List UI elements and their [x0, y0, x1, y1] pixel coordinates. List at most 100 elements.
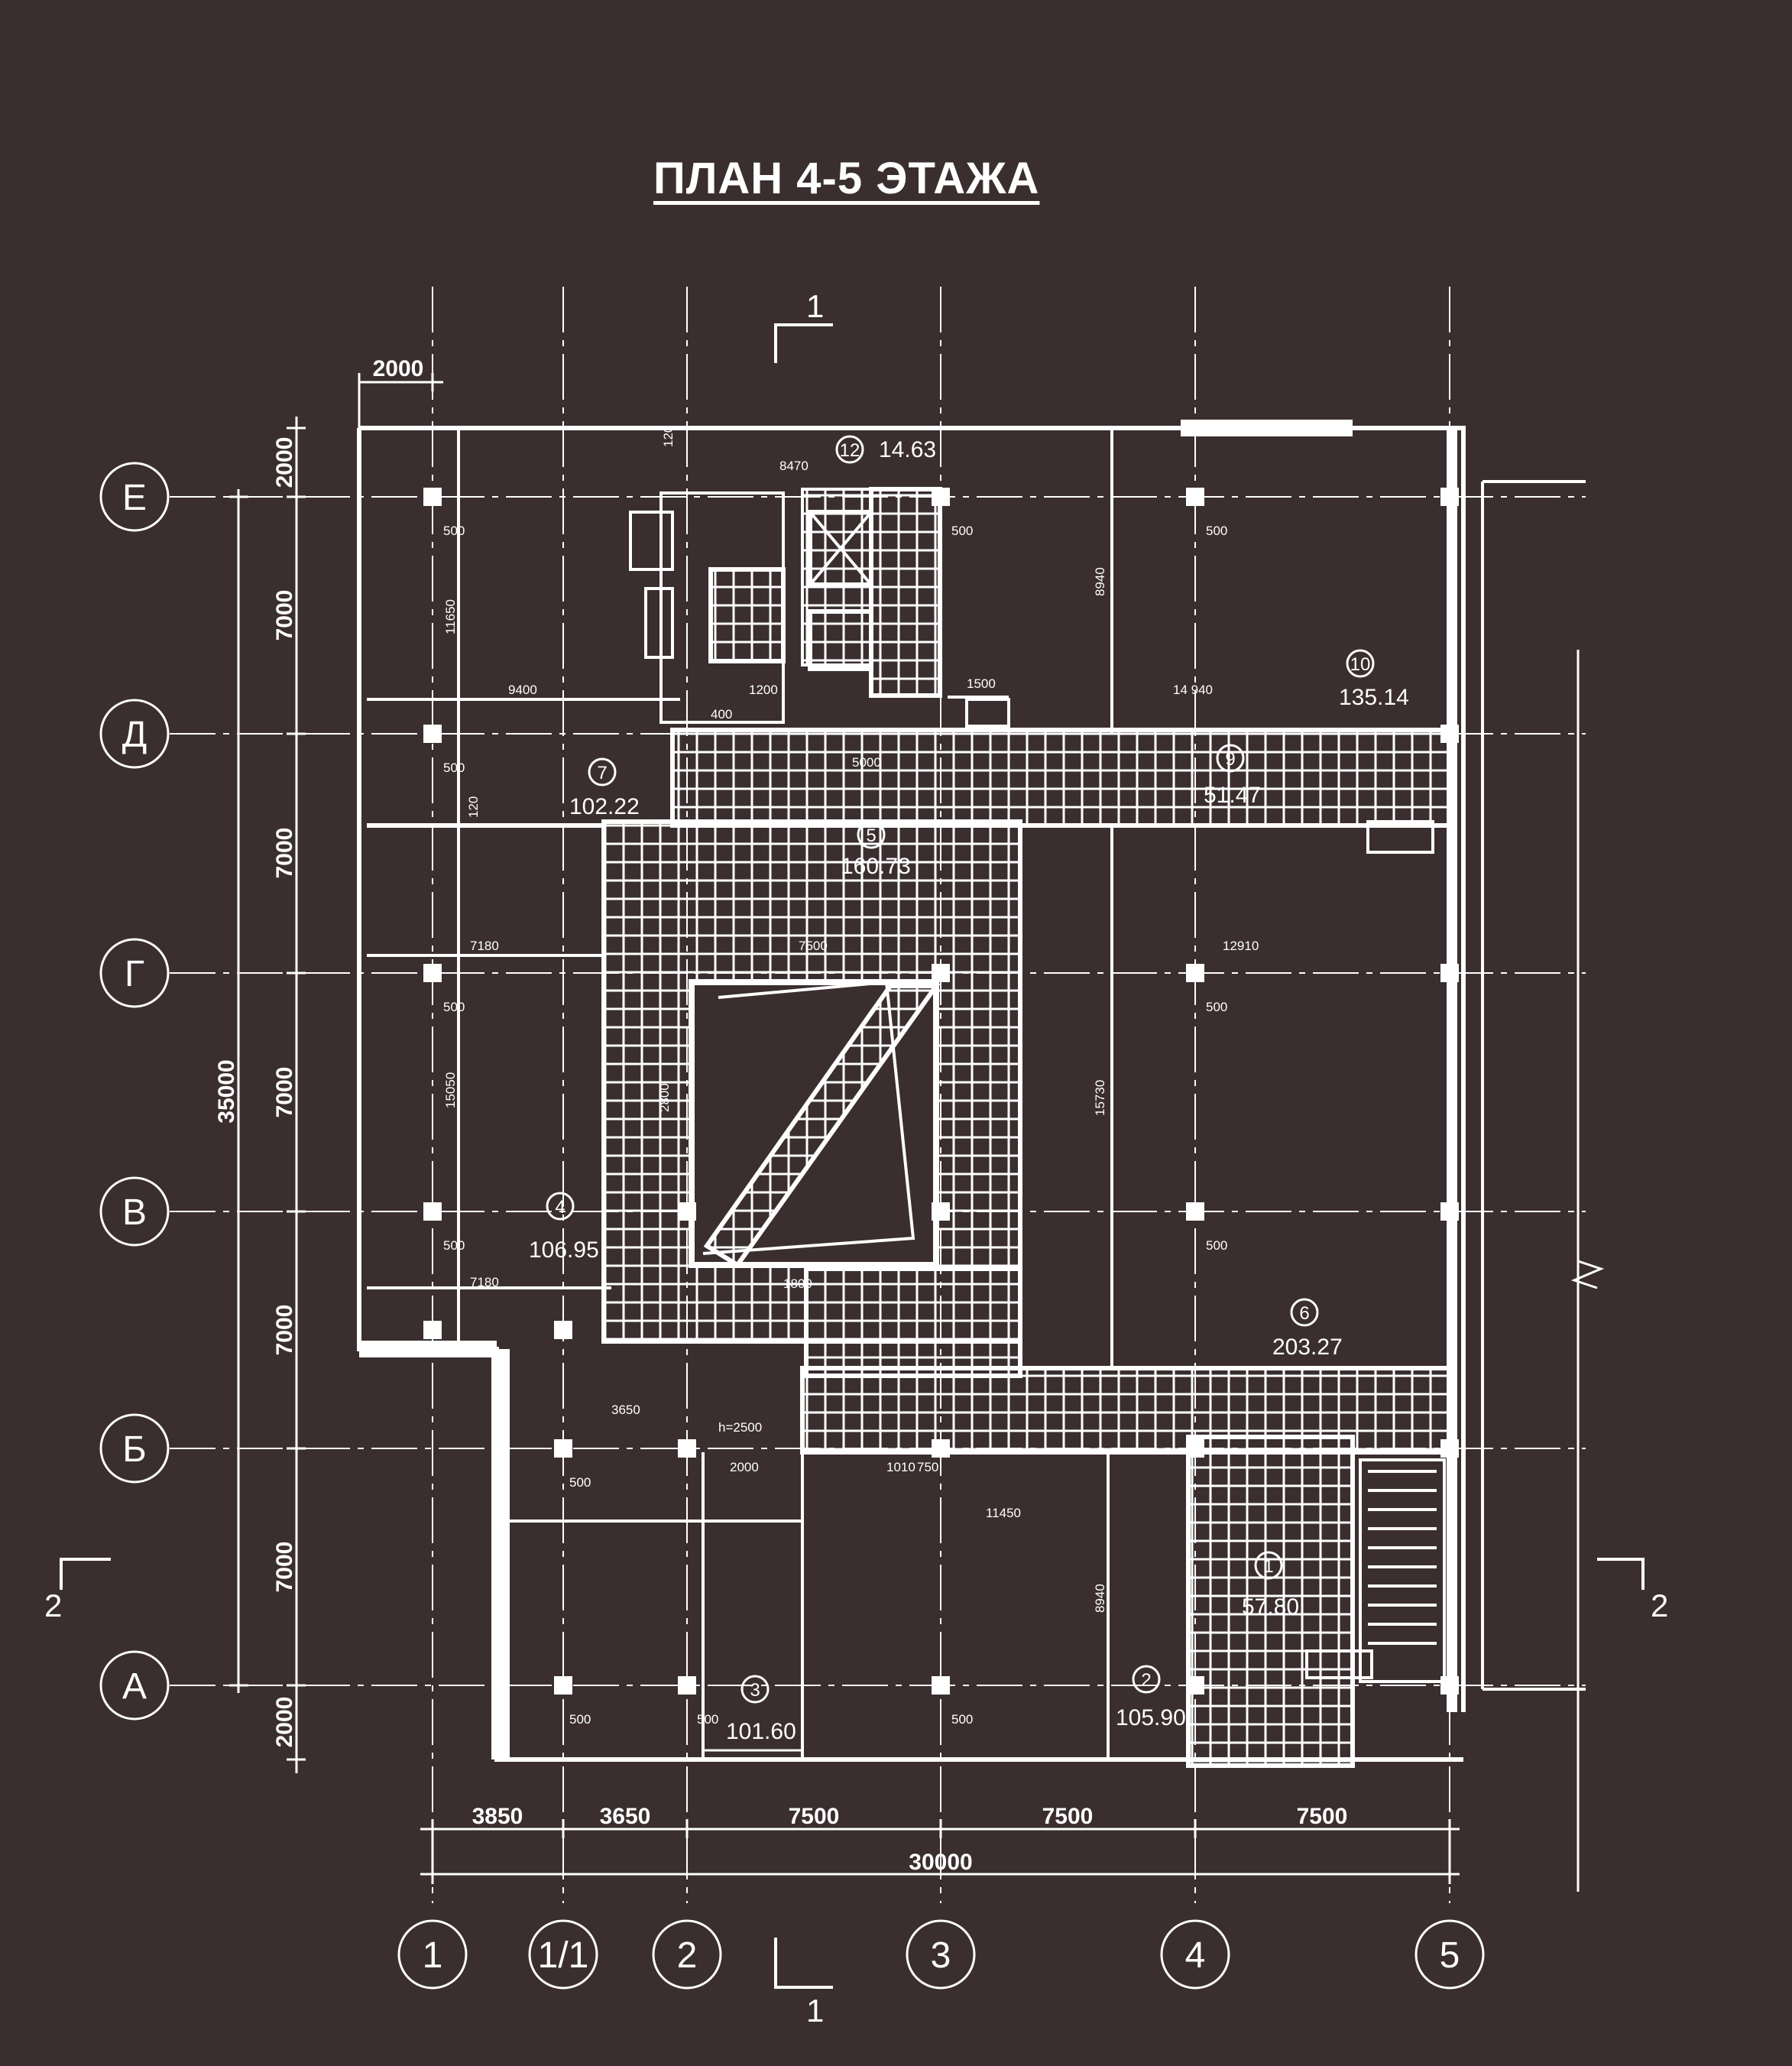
dim-left-5: 7000: [272, 1542, 297, 1593]
callout-500: 500: [697, 1712, 718, 1727]
room-area: 203.27: [1272, 1335, 1343, 1360]
axis-label-2: 2: [677, 1935, 698, 1976]
atrium-opening: [689, 979, 941, 1269]
axis-label-4: 4: [1185, 1935, 1206, 1976]
note-15730: 15730: [1093, 1080, 1107, 1116]
room-area: 14.63: [879, 437, 936, 462]
room-id: 12: [840, 440, 860, 461]
note-120: 120: [661, 426, 676, 447]
callout-500: 500: [569, 1712, 591, 1727]
axis-label-5: 5: [1440, 1935, 1460, 1976]
axis-label-E: Е: [122, 478, 147, 518]
section-markers: [60, 323, 1645, 1989]
row-axis-bubbles: [99, 462, 170, 1721]
note-7500: 7500: [799, 939, 828, 953]
note-8940: 8940: [1093, 1584, 1107, 1613]
bottom-dimension-chain: [420, 1819, 1460, 1884]
dim-left-0: 2000: [272, 437, 297, 488]
left-dimension-texts: 2000 7000 7000 7000 7000 7000 2000 35000: [214, 437, 297, 1748]
axis-label-G: Г: [125, 954, 144, 994]
column-axis-bubbles: [397, 1919, 1485, 1990]
section-labels: 1 1 2 2: [44, 288, 1668, 2029]
left-dimension-chain: [229, 417, 306, 1773]
room-id: 2: [1141, 1670, 1151, 1691]
room-id: 1: [1263, 1556, 1273, 1577]
axis-label-A: А: [122, 1666, 147, 1707]
dim-left-4: 7000: [272, 1305, 297, 1356]
room-area: 101.60: [726, 1719, 796, 1744]
callout-500: 500: [1206, 1000, 1227, 1014]
dim-bottom-3: 7500: [1042, 1804, 1094, 1829]
note-12910: 12910: [1223, 939, 1259, 953]
axis-label-V: В: [122, 1192, 147, 1233]
room-id: 4: [555, 1197, 565, 1218]
note-11450: 11450: [986, 1506, 1021, 1520]
room-id: 7: [597, 763, 607, 783]
axis-label-1: 1: [423, 1935, 443, 1976]
dim-left-1: 7000: [272, 590, 297, 641]
page-title: ПЛАН 4-5 ЭТАЖА: [653, 154, 1040, 203]
note-8940: 8940: [1093, 567, 1107, 596]
room-area: 160.73: [841, 854, 911, 879]
room-labels: 12 14.63 10 135.14 7 102.22 5 160.73 4 1…: [529, 437, 1409, 1744]
dim-left-total: 35000: [214, 1059, 239, 1123]
section-label-right: 2: [1651, 1588, 1668, 1623]
note-11650: 11650: [443, 599, 458, 634]
callout-500: 500: [951, 1712, 973, 1727]
column-axis-labels: 1 1/1 2 3 4 5: [423, 1935, 1460, 1976]
callout-500: 500: [1206, 524, 1227, 538]
room-area: 105.90: [1116, 1705, 1186, 1730]
axis-label-D: Д: [122, 715, 147, 755]
dim-bottom-4: 7500: [1297, 1804, 1348, 1829]
section-label-bottom: 1: [806, 1993, 824, 2029]
section-label-top: 1: [806, 288, 824, 324]
room-id: 6: [1299, 1303, 1309, 1324]
room-area: 57.80: [1242, 1594, 1299, 1620]
section-label-left: 2: [44, 1588, 62, 1623]
callout-500: 500: [443, 524, 465, 538]
top-overhang-dimension: [358, 373, 443, 428]
note-2000: 2000: [730, 1460, 759, 1474]
room-area: 106.95: [529, 1237, 599, 1263]
note-1010: 1010: [886, 1460, 915, 1474]
dim-left-2: 7000: [272, 828, 297, 879]
note-14940: 14 940: [1173, 683, 1213, 697]
interior-notes: 9400 14 940 8470 7180 7180 12910 11450 3…: [443, 426, 1259, 1613]
note-400: 400: [711, 707, 732, 722]
column-callouts: 500 500 500 500 500 500 500 500 500 500 …: [443, 524, 1227, 1727]
callout-500: 500: [443, 1238, 465, 1253]
note-750: 750: [917, 1460, 938, 1474]
dim-bottom-0: 3850: [472, 1804, 523, 1829]
note-5000: 5000: [852, 755, 881, 770]
note-15050: 15050: [443, 1072, 458, 1108]
room-id: 9: [1225, 749, 1235, 770]
note-3650: 3650: [611, 1403, 640, 1417]
dim-top-overhang: 2000: [373, 356, 424, 381]
dim-bottom-2: 7500: [789, 1804, 840, 1829]
note-h2500: h=2500: [718, 1420, 762, 1435]
note-8470: 8470: [779, 459, 809, 473]
room-id: 10: [1350, 654, 1371, 675]
note-9400: 9400: [508, 683, 537, 697]
columns: [423, 488, 1459, 1695]
note-2800: 2800: [657, 1083, 672, 1112]
note-7180: 7180: [470, 939, 499, 953]
room-area: 135.14: [1339, 685, 1409, 710]
note-1800: 1800: [783, 1276, 812, 1291]
note-120: 120: [466, 796, 481, 818]
axis-label-3: 3: [931, 1935, 951, 1976]
dim-bottom-1: 3650: [600, 1804, 651, 1829]
room-id: 5: [866, 825, 876, 846]
callout-500: 500: [569, 1475, 591, 1490]
callout-500: 500: [951, 524, 973, 538]
stair-core: [629, 491, 1446, 1683]
callout-500: 500: [443, 761, 465, 775]
dim-left-6: 2000: [272, 1697, 297, 1748]
dim-left-3: 7000: [272, 1067, 297, 1118]
axis-label-B: Б: [122, 1429, 147, 1470]
note-1200: 1200: [749, 683, 778, 697]
room-id: 3: [750, 1680, 760, 1701]
note-7180: 7180: [470, 1275, 499, 1289]
room-area: 51.47: [1204, 783, 1261, 808]
callout-500: 500: [1206, 1238, 1227, 1253]
